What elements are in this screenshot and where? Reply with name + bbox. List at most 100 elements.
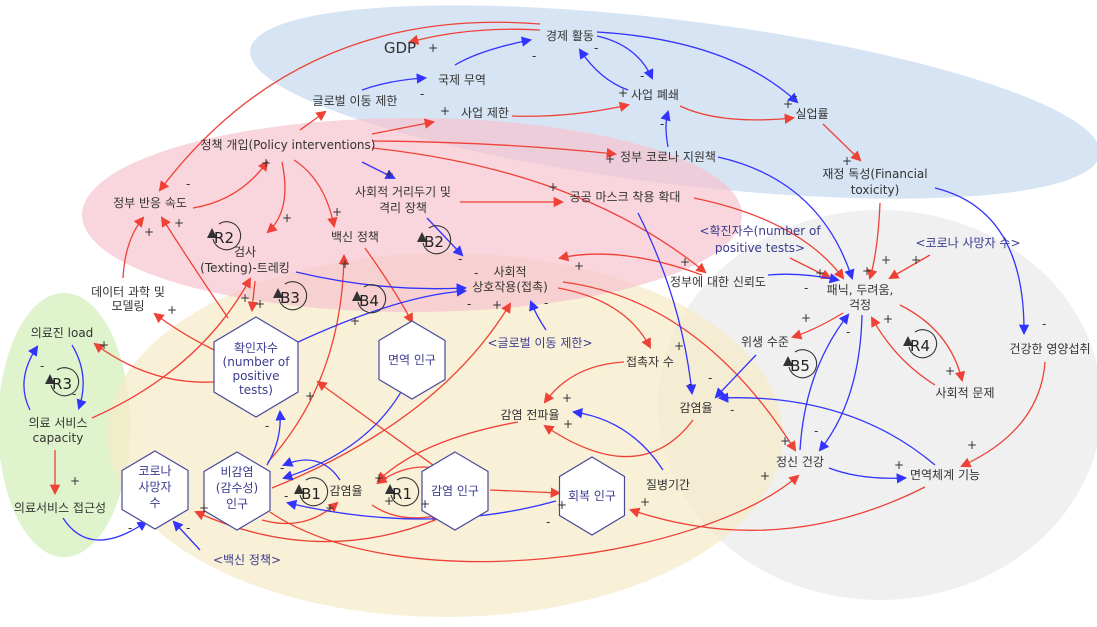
variable-mask[interactable]: 공공 마스크 착용 확대 <box>570 190 681 204</box>
variable-vaccine-shadow[interactable]: <백신 정책> <box>213 552 281 567</box>
variable-duration[interactable]: 질병기간 <box>646 478 690 492</box>
loop-b2: B2 <box>417 225 452 255</box>
variable-med-load[interactable]: 의료진 load <box>31 326 94 340</box>
variable-mental[interactable]: 정신 건강 <box>776 455 824 469</box>
variable-label: 면역체계 기능 <box>910 468 980 482</box>
variable-panic[interactable]: 패닉, 두려움,걱정 <box>827 283 894 312</box>
causal-link <box>578 48 629 91</box>
hexagon-immune-pop[interactable] <box>378 320 446 400</box>
causal-link <box>361 73 428 91</box>
causal-link <box>767 273 841 284</box>
hexagon-pos-tests[interactable] <box>213 316 299 418</box>
minus-sign: - <box>594 41 598 55</box>
variable-unemp[interactable]: 실업률 <box>795 107 828 121</box>
causal-link <box>299 110 327 131</box>
plus-sign: + <box>574 259 584 273</box>
variable-recovered[interactable]: 회복 인구 <box>568 489 616 503</box>
variable-label: 검사 <box>234 245 256 259</box>
plus-sign: + <box>144 225 154 239</box>
loop-arrow-icon <box>278 281 308 311</box>
variable-label: 국제 무역 <box>438 73 486 87</box>
minus-sign: - <box>72 387 76 401</box>
causal-link <box>489 487 562 498</box>
variable-gov-speed[interactable]: 정부 반응 속도 <box>113 196 187 210</box>
plus-sign: + <box>783 97 793 111</box>
variable-social-prob[interactable]: 사회적 문제 <box>935 386 994 400</box>
variable-label: 의료 서비스 <box>28 416 87 430</box>
causal-link <box>543 361 625 404</box>
variable-suscept[interactable]: 비감염(감수성)인구 <box>216 465 258 511</box>
variable-gov-support[interactable]: 정부 코로나 지원책 <box>620 149 716 164</box>
variable-econ[interactable]: 경제 활동 <box>546 29 594 43</box>
hexagon-recovered[interactable] <box>558 456 626 536</box>
variable-vaccine-policy[interactable]: 백신 정책 <box>331 229 379 244</box>
variable-global-limit-shadow[interactable]: <글로벌 이동 제한> <box>487 336 592 350</box>
variable-distancing[interactable]: 사회적 거리두기 및격리 장책 <box>355 185 451 215</box>
variable-label: <글로벌 이동 제한> <box>487 336 592 350</box>
variable-inf-rate[interactable]: 감염율 <box>329 484 362 498</box>
causal-link <box>371 140 618 159</box>
variable-trade[interactable]: 국제 무역 <box>438 73 486 87</box>
loop-label: R3 <box>52 375 72 393</box>
variable-hygiene[interactable]: 위생 수준 <box>741 335 789 349</box>
variable-label: 백신 정책 <box>331 229 379 244</box>
variable-label: 사회적 문제 <box>935 386 994 400</box>
variable-label: 재정 독성(Financial <box>822 167 927 181</box>
causal-link <box>269 474 800 563</box>
variable-biz-close[interactable]: 사업 폐쇄 <box>631 88 679 102</box>
variable-nutrition[interactable]: 건강한 영양섭취 <box>1009 342 1090 356</box>
variable-label: <확진자수(number of <box>699 224 821 238</box>
variable-label: 감염 인구 <box>431 484 479 498</box>
variable-label: 회복 인구 <box>568 489 616 503</box>
variable-global-limit[interactable]: 글로벌 이동 제한 <box>313 94 398 108</box>
variable-gdp[interactable]: GDP <box>384 39 416 57</box>
minus-sign: - <box>280 461 284 475</box>
variable-label: 격리 장책 <box>379 200 427 215</box>
loop-label: B4 <box>359 292 379 310</box>
plus-sign: + <box>557 498 567 512</box>
loop-arrow-icon <box>50 367 80 397</box>
causal-link <box>282 384 406 481</box>
variable-trust[interactable]: 정부에 대한 신뢰도 <box>670 275 766 289</box>
variable-med-access[interactable]: 의료서비스 접근성 <box>14 501 106 515</box>
loop-label: B3 <box>280 289 300 307</box>
plus-sign: + <box>680 255 690 269</box>
loop-label: R4 <box>910 337 930 355</box>
causal-link <box>529 300 547 331</box>
loop-b3: B3 <box>273 281 308 311</box>
variable-contacts[interactable]: 접촉자 수 <box>626 355 674 369</box>
causal-link <box>557 251 703 276</box>
plus-sign: + <box>99 338 109 352</box>
hexagon-suscept[interactable] <box>203 451 271 531</box>
minus-sign: - <box>186 177 190 191</box>
variable-trans-rate[interactable]: 감염 전파율 <box>500 408 559 422</box>
variable-immune-func[interactable]: 면역체계 기능 <box>910 468 980 482</box>
loop-arrowhead-icon <box>385 484 395 494</box>
variable-testing[interactable]: 검사(Texting)-트레킹 <box>200 245 290 275</box>
variable-biz-limit[interactable]: 사업 제한 <box>461 106 509 120</box>
hexagon-infected[interactable] <box>421 451 489 531</box>
variable-label: 데이터 과학 및 <box>91 285 165 299</box>
causal-link <box>934 187 1030 336</box>
variable-policy[interactable]: 정책 개입(Policy interventions) <box>201 137 376 152</box>
hexagon-deaths[interactable] <box>121 450 189 530</box>
loop-label: B5 <box>790 357 810 375</box>
variable-immune-pop[interactable]: 면역 인구 <box>388 353 436 367</box>
loop-arrow-icon <box>422 225 452 255</box>
causal-link <box>192 160 269 209</box>
variable-inf-rate-r[interactable]: 감염율 <box>679 401 712 415</box>
plus-sign: + <box>640 495 650 509</box>
plus-sign: + <box>618 86 628 100</box>
plus-sign: + <box>760 469 770 483</box>
plus-sign: + <box>282 211 292 225</box>
variable-infected[interactable]: 감염 인구 <box>431 484 479 498</box>
variable-deaths-shadow[interactable]: <코로나 사망자 수> <box>915 236 1020 250</box>
